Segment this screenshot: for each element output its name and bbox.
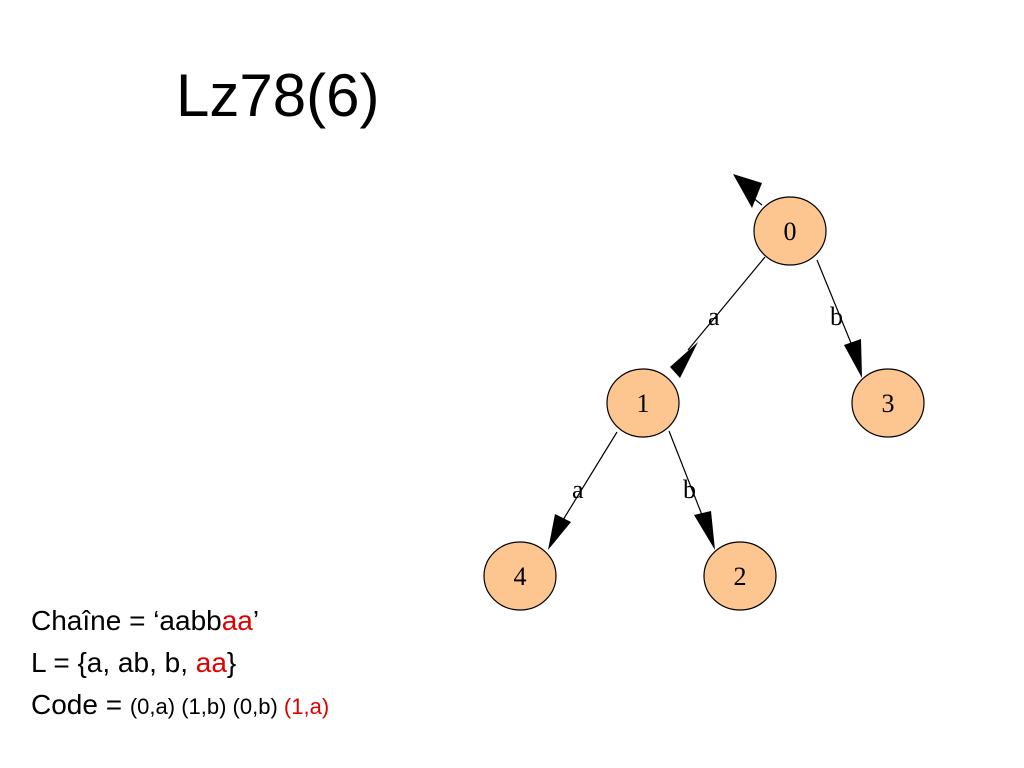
- edge-0-3: b: [816, 259, 862, 378]
- tree-node-3: 3: [851, 368, 925, 438]
- chaine-line: Chaîne = ‘aabbaa’: [31, 600, 329, 642]
- edge-line: [668, 430, 703, 516]
- node-circle: [703, 541, 777, 611]
- tree-node-4: 4: [483, 541, 557, 611]
- edge-arrowhead: [844, 339, 862, 378]
- slide-title: Lz78(6): [176, 62, 380, 129]
- code-equals: =: [97, 689, 130, 720]
- code-values: (0,a) (1,b) (0,b): [129, 694, 284, 719]
- node-label: 0: [784, 217, 797, 246]
- edge-arrowhead: [548, 514, 571, 550]
- lexicon-suffix: }: [226, 647, 237, 678]
- code-line: Code = (0,a) (1,b) (0,b) (1,a): [31, 684, 329, 728]
- edge-arrowhead: [670, 342, 698, 378]
- edge-1-2: b: [668, 430, 715, 550]
- code-highlight: (1,a): [283, 694, 330, 719]
- node-circle: [606, 368, 680, 438]
- node-circle: [753, 196, 827, 266]
- node-label: 3: [882, 389, 895, 418]
- root-entry-arrowhead: [733, 174, 762, 208]
- lexicon-highlight: aa: [195, 647, 227, 678]
- edge-line: [687, 256, 766, 351]
- lexicon-line: L = {a, ab, b, aa}: [31, 642, 329, 684]
- edge-label-a: a: [572, 475, 584, 504]
- edge-label-b: b: [683, 475, 696, 504]
- edge-0-1: a: [670, 256, 766, 378]
- tree-node-1: 1: [606, 368, 680, 438]
- edge-label-a: a: [708, 302, 720, 331]
- tree-node-2: 2: [703, 541, 777, 611]
- edge-line: [562, 431, 618, 521]
- lexicon-prefix: L = {a, ab, b,: [31, 647, 196, 678]
- node-circle: [483, 541, 557, 611]
- edge-1-4: a: [548, 431, 618, 550]
- lz78-summary: Chaîne = ‘aabbaa’ L = {a, ab, b, aa} Cod…: [31, 600, 329, 728]
- edge-label-b: b: [830, 302, 843, 331]
- tree-node-0: 0: [753, 196, 827, 266]
- chaine-highlight: aa: [221, 605, 253, 636]
- chaine-suffix: ’: [252, 605, 260, 636]
- code-label: Code: [31, 689, 98, 720]
- node-circle: [851, 368, 925, 438]
- chaine-prefix: Chaîne = ‘aabb: [31, 605, 222, 636]
- node-label: 2: [734, 562, 747, 591]
- edge-line: [816, 259, 854, 349]
- node-label: 1: [637, 389, 650, 418]
- node-label: 4: [514, 562, 527, 591]
- edge-arrowhead: [694, 511, 715, 550]
